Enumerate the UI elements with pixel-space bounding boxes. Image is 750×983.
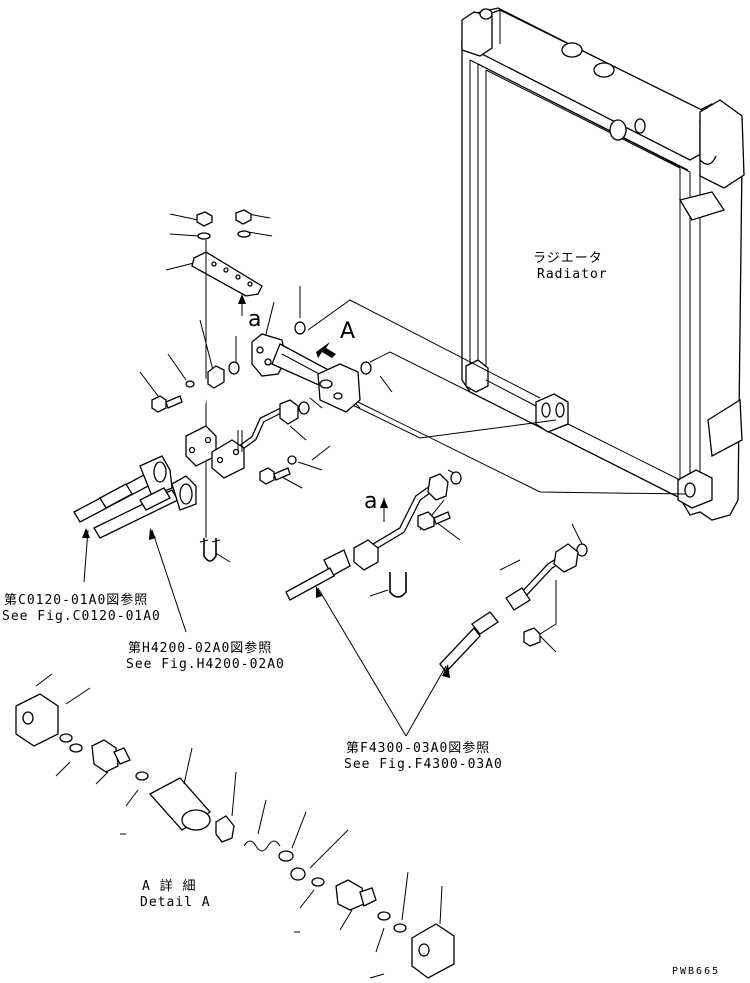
u-bolt-center: [369, 572, 407, 598]
tube-right-lower: [439, 543, 579, 674]
bolt-1: [151, 380, 195, 413]
leader-ref3b: [405, 665, 447, 737]
ref1-jp: 第C0120-01A0図参照: [4, 592, 148, 608]
leader-ref3a: [317, 587, 407, 737]
o-ring-1: [294, 321, 306, 335]
o-ring-2: [228, 361, 240, 375]
radiator-label-jp: ラジエータ: [533, 251, 603, 266]
hose-left-1: [73, 455, 173, 523]
oil-cooler: [251, 333, 361, 413]
arrow-a-lower: [380, 498, 388, 522]
ref2-en: See Fig.H4200-02A0: [126, 657, 285, 672]
leader-ref2: [151, 529, 187, 633]
o-ring-6: [576, 543, 588, 557]
radiator-assembly: [461, 7, 745, 521]
mark-a-upper: a: [248, 307, 261, 332]
detail-a-parts: [15, 673, 455, 979]
ref3-en: See Fig.F4300-03A0: [344, 757, 503, 772]
detail-a-jp: A 詳 細: [142, 878, 196, 894]
nut-2: [235, 209, 252, 238]
o-ring-3: [298, 401, 310, 415]
arrow-a-upper: [238, 294, 246, 316]
tube-right: [211, 399, 299, 479]
hose-left-2: [93, 475, 197, 539]
mark-a-lower: a: [364, 489, 377, 514]
drawing-code: PWB665: [672, 966, 720, 977]
phantom-lines: [139, 213, 687, 653]
nut-1: [196, 211, 213, 240]
ref2-jp: 第H4200-02A0図参照: [128, 640, 272, 656]
detail-a-en: Detail A: [140, 895, 211, 910]
view-a-label: A: [340, 319, 355, 344]
ref1-en: See Fig.C0120-01A0: [2, 609, 161, 624]
radiator-label-en: Radiator: [537, 267, 608, 282]
leader-ref1: [83, 529, 89, 583]
ref3-jp: 第F4300-03A0図参照: [346, 740, 490, 756]
o-ring-4: [360, 361, 372, 375]
u-bolt-left: [199, 538, 221, 562]
bolt-2: [259, 455, 297, 485]
bracket-plate: [191, 251, 263, 297]
tube-center: [285, 473, 451, 601]
o-ring-5: [450, 471, 462, 485]
